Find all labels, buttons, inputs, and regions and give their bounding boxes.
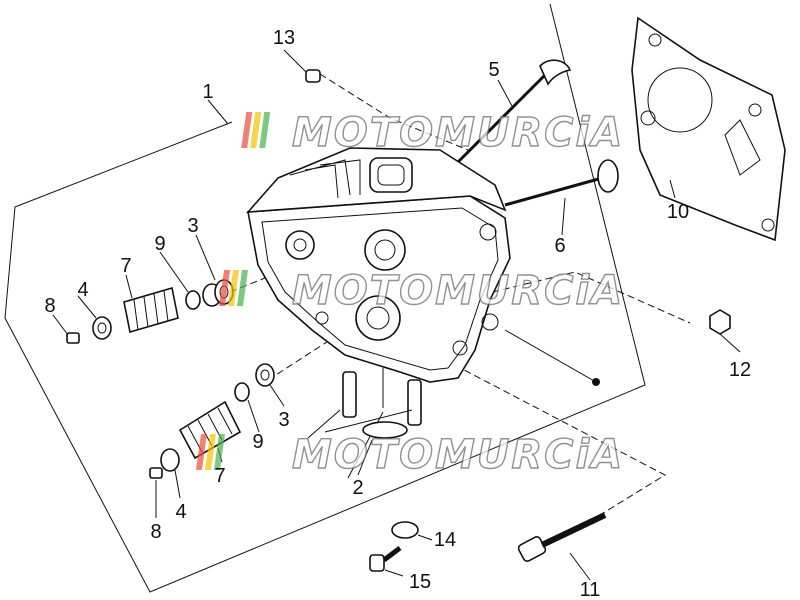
screw-part-15: [369, 546, 402, 572]
leader-7-upper: [125, 274, 133, 299]
watermark-text: MOTOMURCiA: [292, 110, 624, 156]
leader-3-lower: [269, 384, 285, 407]
leader-13: [283, 49, 307, 73]
callout-label: 6: [554, 235, 565, 257]
leader-9-upper: [159, 251, 189, 293]
watermark-text: MOTOMURCiA: [292, 268, 624, 314]
leader-14: [417, 534, 433, 541]
watermark-logo: MOTOMURCiA: [195, 431, 624, 479]
watermark: MOTOMURCiA MOTOMURCiA MOTOMURCiA: [195, 109, 624, 479]
watermark-stripe: [195, 434, 208, 470]
watermark-stripe: [259, 112, 271, 148]
callout-label: 8: [150, 521, 161, 543]
watermark-stripe: [213, 434, 226, 470]
leader-11: [569, 552, 591, 581]
watermark-logo: MOTOMURCiA: [241, 109, 624, 157]
watermark-stripe: [241, 112, 253, 148]
washer-part-14: [391, 521, 419, 539]
leader-4-lower: [174, 469, 181, 499]
exhaust-valve: [504, 159, 619, 207]
intake-valve: [456, 59, 572, 164]
callout-label: 7: [120, 255, 131, 277]
head-gasket: [631, 16, 786, 242]
leader-1: [207, 99, 229, 125]
leader-3-upper: [195, 234, 216, 281]
dash-line-spring-lower: [267, 339, 331, 381]
dowel-part-13: [305, 69, 321, 83]
nut-part-12: [709, 309, 731, 335]
callout-label: 9: [154, 233, 165, 255]
callout-label: 4: [175, 501, 186, 523]
callout-label: 12: [729, 359, 751, 381]
leader-5: [497, 79, 513, 107]
leader-9-lower: [247, 399, 260, 433]
leader-dot: [504, 329, 597, 383]
bolt-part-11: [517, 512, 607, 562]
watermark-stripe: [218, 270, 231, 306]
leader-15: [384, 569, 404, 577]
lower-spring-assembly: [149, 363, 275, 479]
watermark-text: MOTOMURCiA: [292, 432, 624, 478]
callout-label: 7: [214, 465, 225, 487]
watermark-stripe: [227, 270, 240, 306]
watermark-logo: MOTOMURCiA: [218, 267, 624, 315]
callout-label: 15: [409, 571, 431, 593]
callout-label: 2: [352, 477, 363, 499]
callout-label: 13: [273, 27, 295, 49]
callout-label: 4: [77, 279, 88, 301]
callout-label: 8: [44, 295, 55, 317]
dash-line-upper: [319, 73, 469, 151]
leader-4-upper: [77, 295, 97, 319]
leader-2: [357, 439, 373, 476]
leader-6: [561, 197, 566, 236]
callout-label: 10: [667, 201, 689, 223]
callout-label: 11: [580, 579, 601, 600]
leader-10: [669, 179, 676, 199]
leader-12: [719, 333, 741, 353]
watermark-stripe: [250, 112, 262, 148]
ring-part-2: [362, 421, 408, 439]
callout-label: 3: [278, 409, 289, 431]
callout-label: 5: [488, 59, 499, 81]
leader-8-upper: [52, 314, 69, 336]
callout-label: 3: [187, 215, 198, 237]
watermark-stripe: [204, 434, 217, 470]
callout-label: 9: [252, 431, 263, 453]
upper-spring-assembly: [66, 279, 234, 344]
callout-label: 1: [202, 81, 213, 103]
callout-label: 14: [434, 529, 456, 551]
dash-line-right: [459, 271, 691, 324]
assembly-frame: [4, 3, 646, 593]
cylinder-head: [246, 147, 511, 383]
head-studs: [307, 368, 422, 479]
dash-line-lower: [444, 359, 667, 516]
watermark-stripe: [236, 270, 249, 306]
